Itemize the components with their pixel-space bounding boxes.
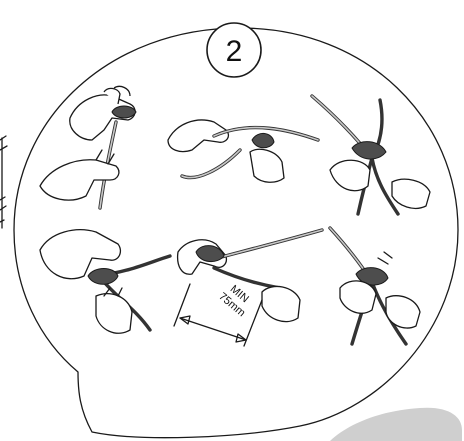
panel-2-thread-cord: [168, 120, 318, 182]
step-number: 2: [226, 35, 243, 68]
panel-3-cross-cords: [312, 96, 430, 214]
dimension-arrow: [180, 318, 246, 340]
edge-fragment: [0, 136, 7, 228]
panel-5-measure-minimum: MIN 75mm: [174, 230, 322, 346]
step-badge: 2: [207, 23, 261, 77]
drop-shadow: [330, 408, 462, 441]
panel-4-pinch-clip: [40, 230, 170, 333]
panel-6-pull-cords: [330, 228, 420, 344]
panel-1-hands-hold-clip: [40, 86, 136, 208]
dimension-line-right: [244, 300, 262, 346]
